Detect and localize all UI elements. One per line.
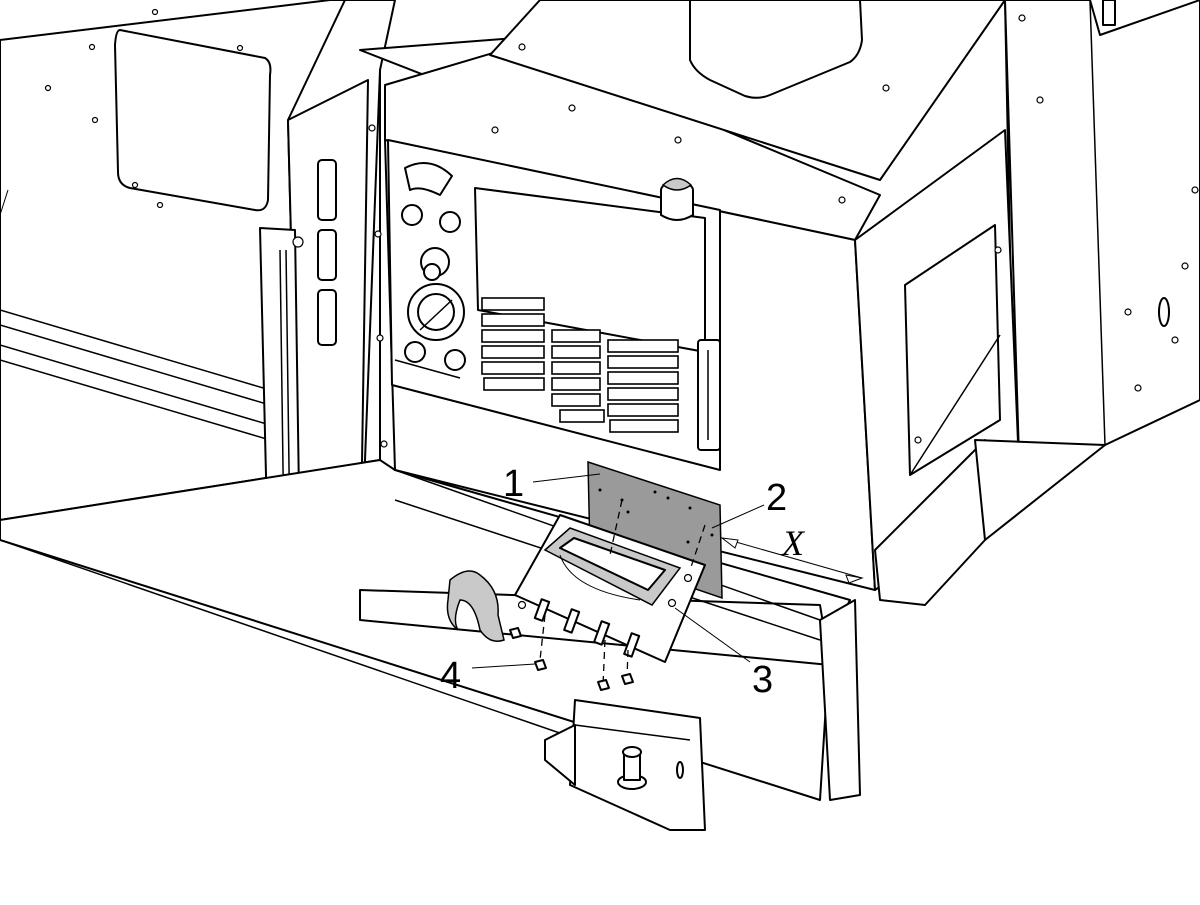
leveling-foot <box>544 699 706 831</box>
dashed-assembly-lines <box>539 499 706 686</box>
callout-3: 3 <box>674 607 773 701</box>
callout-1: 1 <box>503 463 601 505</box>
callout-4: 4 <box>440 655 536 697</box>
callout-3-label: 3 <box>752 659 773 701</box>
fasteners <box>509 627 634 691</box>
callout-1-label: 1 <box>503 463 524 505</box>
callout-4-label: 4 <box>440 655 461 697</box>
pendant-housing <box>359 0 1021 591</box>
enclosure-door <box>259 0 396 591</box>
cable-clamp <box>446 570 505 642</box>
callout-2-label: 2 <box>766 477 787 519</box>
right-cabinet <box>1004 0 1200 491</box>
control-panel <box>368 124 721 471</box>
dimension-x: X <box>720 523 864 584</box>
callout-2: 2 <box>711 477 787 529</box>
keypad <box>481 297 679 433</box>
dimension-x-label: X <box>780 523 806 563</box>
